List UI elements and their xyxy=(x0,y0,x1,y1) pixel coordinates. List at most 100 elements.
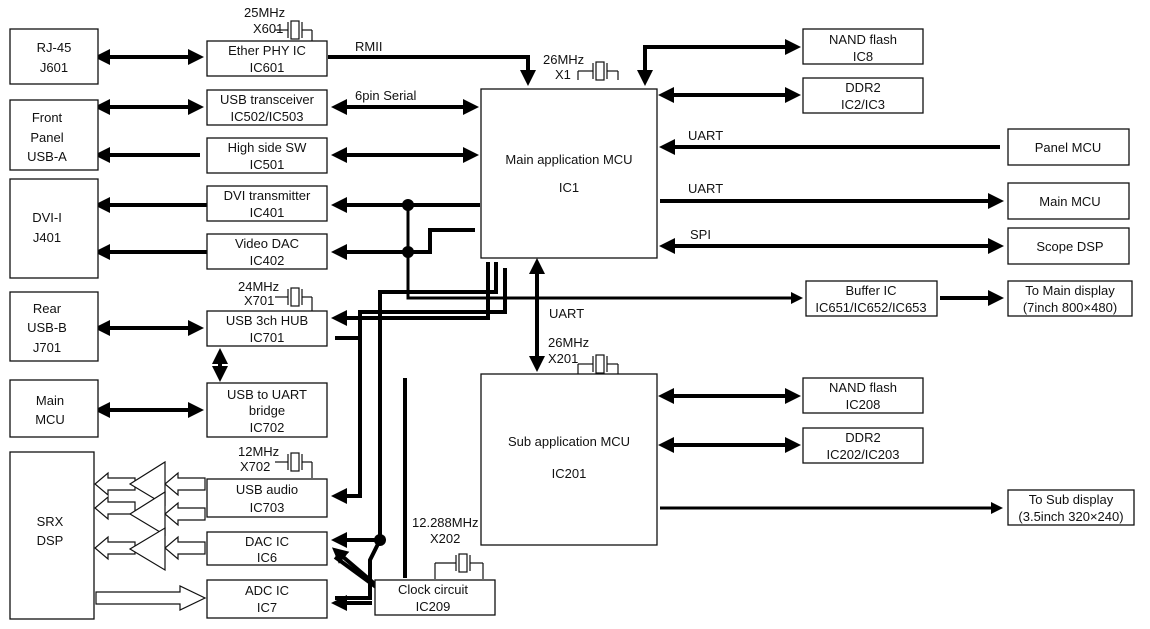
block-label-line: IC202/IC203 xyxy=(827,447,900,462)
junction-dot xyxy=(402,199,414,211)
crystal-designator: X702 xyxy=(240,459,270,474)
block-label-line: IC201 xyxy=(552,466,587,481)
block-main-mcu-left: Main MCU xyxy=(9,379,99,438)
block-nand-main: NAND flash IC8 xyxy=(802,28,924,65)
crystal-x702: 12MHz X702 xyxy=(238,444,313,478)
block-label-line: Clock circuit xyxy=(398,582,468,597)
block-label-line: NAND flash xyxy=(829,380,897,395)
block-label-line: DDR2 xyxy=(845,80,880,95)
block-label-line: Scope DSP xyxy=(1036,239,1103,254)
block-label-line: IC701 xyxy=(250,330,285,345)
crystal-x701: 24MHz X701 xyxy=(238,279,313,311)
block-label-line: IC7 xyxy=(257,600,277,615)
crystal-frequency: 26MHz xyxy=(543,52,584,67)
block-label-line: IC601 xyxy=(250,60,285,75)
block-label-line: IC401 xyxy=(250,205,285,220)
link-mcu-hub xyxy=(331,262,490,326)
block-main-mcu-right: Main MCU xyxy=(1007,182,1130,220)
block-label-line: J701 xyxy=(33,340,61,355)
crystal-designator: X202 xyxy=(430,531,460,546)
crystal-designator: X601 xyxy=(253,21,283,36)
block-label-line: J601 xyxy=(40,60,68,75)
crystal-frequency: 25MHz xyxy=(244,5,285,20)
block-main-display: To Main display (7inch 800×480) xyxy=(1007,280,1133,317)
amplifier-icon xyxy=(128,460,166,507)
hollow-arrow xyxy=(95,585,207,611)
block-label-line: NAND flash xyxy=(829,32,897,47)
link-video-buffer xyxy=(406,205,803,304)
block-label-line: J401 xyxy=(33,230,61,245)
block-label-line: Video DAC xyxy=(235,236,299,251)
block-label-line: SRX xyxy=(37,514,64,529)
signal-uart-main: UART xyxy=(688,181,723,196)
signal-6pin-serial: 6pin Serial xyxy=(355,88,417,103)
block-clock-circuit: Clock circuit IC209 xyxy=(374,579,496,616)
block-label-line: USB-B xyxy=(27,320,67,335)
hollow-arrow xyxy=(94,495,136,521)
block-label-line: DSP xyxy=(37,533,64,548)
block-label-line: IC2/IC3 xyxy=(841,97,885,112)
link-mcu-usbaudio xyxy=(335,268,507,340)
block-label-line: USB transceiver xyxy=(220,92,315,107)
block-label-line: Buffer IC xyxy=(845,283,896,298)
crystal-x601: 25MHz X601 xyxy=(244,5,313,41)
block-label-line: IC702 xyxy=(250,420,285,435)
block-label-line: Sub application MCU xyxy=(508,434,630,449)
block-label-line: IC703 xyxy=(250,500,285,515)
link-mcu-dac xyxy=(331,262,498,548)
link-mcu-nand xyxy=(637,39,801,86)
hollow-arrow xyxy=(164,535,206,561)
block-label-line: Panel xyxy=(30,130,63,145)
block-ether-phy: Ether PHY IC IC601 xyxy=(206,40,328,77)
block-label-line: Rear xyxy=(33,301,62,316)
amplifier-icon xyxy=(128,490,166,537)
crystal-designator: X1 xyxy=(555,67,571,82)
crystal-frequency: 24MHz xyxy=(238,279,279,294)
signal-uart-sub: UART xyxy=(549,306,584,321)
link-mcu-videodac xyxy=(331,228,475,260)
block-sub-display: To Sub display (3.5inch 320×240) xyxy=(1007,489,1135,526)
block-label-line: Front xyxy=(32,110,63,125)
block-label-line: IC8 xyxy=(853,49,873,64)
block-label-line: RJ-45 xyxy=(37,40,72,55)
block-label-line: USB-A xyxy=(27,149,67,164)
block-label-line: (7inch 800×480) xyxy=(1023,300,1117,315)
block-usb-transceiver: USB transceiver IC502/IC503 xyxy=(206,89,328,126)
block-rear-usb: Rear USB-B J701 xyxy=(9,291,99,362)
signal-uart-panel: UART xyxy=(688,128,723,143)
block-label-line: IC502/IC503 xyxy=(231,109,304,124)
block-nand-sub: NAND flash IC208 xyxy=(802,377,924,414)
block-label-line: DDR2 xyxy=(845,430,880,445)
hollow-arrow xyxy=(164,471,206,497)
block-label-line: Panel MCU xyxy=(1035,140,1101,155)
block-label-line: USB audio xyxy=(236,482,298,497)
crystal-designator: X701 xyxy=(244,293,274,308)
block-label-line: IC1 xyxy=(559,180,579,195)
block-label-line: Main MCU xyxy=(1039,194,1100,209)
link-usbaudio-bus xyxy=(331,338,362,504)
audio-path xyxy=(94,460,207,611)
block-rj45: RJ-45 J601 xyxy=(9,28,99,85)
crystal-x202: 12.288MHz X202 xyxy=(412,515,484,579)
block-srx-dsp: SRX DSP xyxy=(9,451,95,620)
block-label-line: Main application MCU xyxy=(505,152,632,167)
block-adc-ic: ADC IC IC7 xyxy=(206,579,328,619)
crystal-frequency: 12MHz xyxy=(238,444,279,459)
block-high-side-sw: High side SW IC501 xyxy=(206,137,328,174)
block-label-line: ADC IC xyxy=(245,583,289,598)
block-dvi: DVI-I J401 xyxy=(9,178,99,279)
block-label-line: USB 3ch HUB xyxy=(226,313,308,328)
block-label-line: IC6 xyxy=(257,550,277,565)
block-scope-dsp: Scope DSP xyxy=(1007,227,1130,265)
block-label-line: DAC IC xyxy=(245,534,289,549)
link-ether-mcu-rmii xyxy=(328,55,536,86)
crystal-x201: 26MHz X201 xyxy=(548,335,619,374)
hollow-arrow xyxy=(94,535,136,561)
link-dac-clock xyxy=(333,555,378,589)
block-label-line: DVI transmitter xyxy=(224,188,311,203)
block-label-line: IC402 xyxy=(250,253,285,268)
block-ddr2-main: DDR2 IC2/IC3 xyxy=(802,77,924,114)
signal-labels: RMII 6pin Serial UART UART SPI UART xyxy=(355,39,723,321)
signal-rmii: RMII xyxy=(355,39,382,54)
block-label-line: IC651/IC652/IC653 xyxy=(815,300,926,315)
